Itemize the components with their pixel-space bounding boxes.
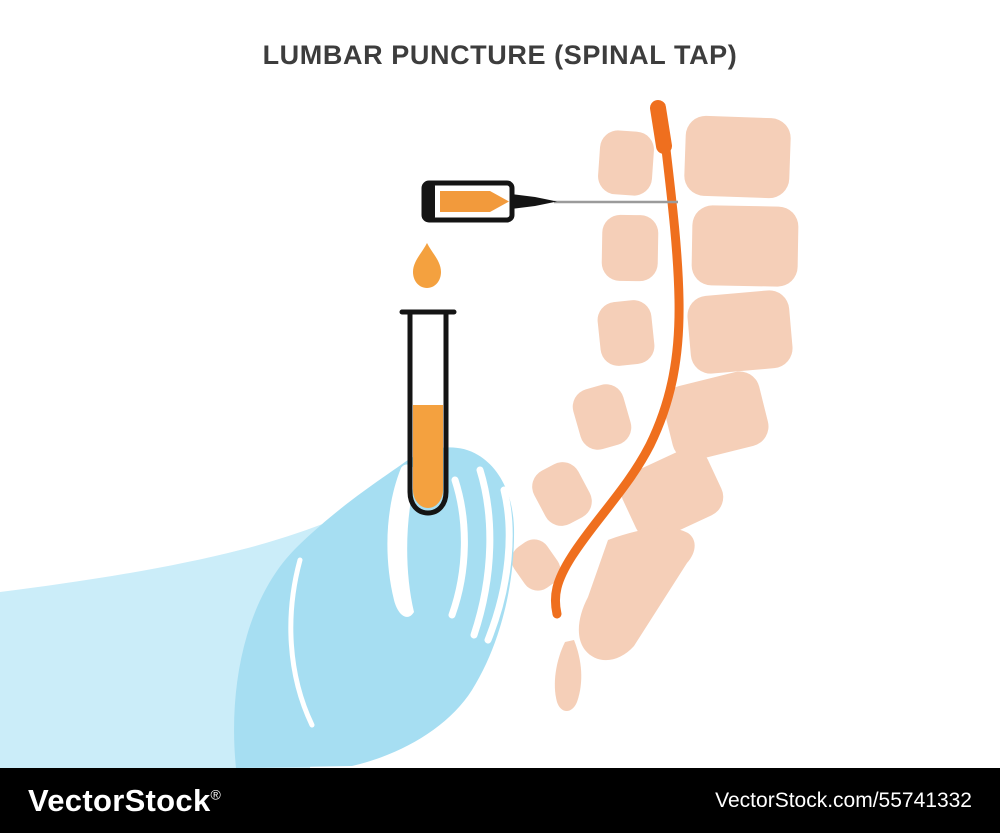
coccyx bbox=[554, 640, 582, 711]
test-tube-body bbox=[407, 314, 449, 516]
finger-crease bbox=[470, 466, 494, 639]
finger-crease bbox=[484, 486, 513, 644]
spinous-process bbox=[572, 384, 632, 450]
vertebra-body bbox=[620, 448, 724, 540]
glove-palm bbox=[234, 447, 515, 768]
csf-droplet bbox=[413, 243, 441, 288]
needle-hub bbox=[511, 194, 557, 209]
spinous-process bbox=[597, 300, 655, 366]
registered-mark: ® bbox=[210, 786, 222, 803]
syringe bbox=[421, 180, 557, 223]
syringe-fluid bbox=[440, 191, 509, 212]
syringe-cap bbox=[424, 183, 435, 220]
vertebra-body bbox=[691, 205, 799, 287]
test-tube bbox=[399, 309, 457, 516]
image-credit: VectorStock.com/55741332 bbox=[715, 788, 972, 812]
spinous-process bbox=[511, 539, 561, 591]
wrist-crease bbox=[288, 557, 315, 728]
spinous-process bbox=[601, 214, 659, 282]
sacrum bbox=[578, 527, 695, 661]
vertebra-body bbox=[684, 115, 791, 199]
brand-name: VectorStock bbox=[28, 782, 211, 818]
vertebra-body bbox=[663, 371, 769, 461]
page-title: LUMBAR PUNCTURE (SPINAL TAP) bbox=[262, 40, 738, 70]
vertebra-body bbox=[687, 290, 793, 374]
watermark-bar: VectorStock® VectorStock.com/55741332 bbox=[0, 768, 1000, 833]
spine bbox=[511, 100, 799, 711]
glove-hand bbox=[234, 447, 515, 768]
finger-crease bbox=[448, 476, 468, 619]
spinous-process bbox=[532, 462, 592, 526]
vectorstock-logo: VectorStock® bbox=[28, 783, 221, 819]
spinal-canal bbox=[550, 101, 684, 619]
test-tube-fluid bbox=[413, 405, 443, 508]
spinous-process bbox=[598, 130, 654, 196]
